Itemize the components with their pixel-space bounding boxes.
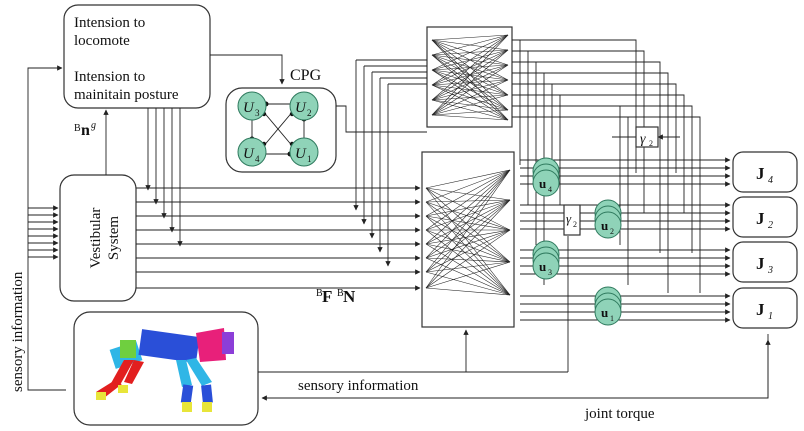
motor-unit-letter: u — [539, 259, 546, 274]
motor-unit-sub: 4 — [548, 185, 552, 194]
motor-unit-letter: u — [601, 218, 608, 233]
joint-letter: J — [756, 209, 765, 228]
gain-symbol: γ — [640, 132, 646, 147]
gain-sub: 2 — [573, 220, 577, 229]
vestibular-input-arrows — [28, 205, 59, 260]
joint-sub: 2 — [768, 220, 773, 231]
cpg-unit-sub: 2 — [307, 108, 312, 118]
cpg-unit-letter: U — [243, 100, 255, 116]
cpg-unit-u3: U 3 — [237, 91, 267, 121]
joint-letter: J — [756, 164, 765, 183]
motor-unit-sub: 1 — [610, 314, 614, 323]
ng-superscript: B — [74, 123, 81, 134]
gain-box-upper: γ 2 — [635, 126, 659, 148]
cpg-unit-u4: U 4 — [237, 137, 267, 167]
n-symbol: N — [343, 287, 356, 306]
intention-posture-line2: mainitain posture — [74, 87, 179, 103]
robot-image — [96, 328, 234, 412]
intention-descending-wires — [145, 108, 183, 247]
cpg-label: CPG — [290, 67, 322, 84]
joint-sub: 3 — [767, 265, 773, 276]
ng-exponent: g — [91, 120, 96, 131]
ng-main: n — [81, 122, 90, 139]
gain-sub: 2 — [649, 139, 653, 148]
network-input-arrows — [136, 59, 427, 291]
lower-network-connections — [425, 169, 511, 296]
intention-box: Intension to locomote Intension to maini… — [63, 4, 211, 109]
vestibular-system-box: Vestibular System — [59, 174, 137, 302]
cpg-unit-sub: 4 — [255, 154, 260, 164]
cpg-unit-letter: U — [295, 146, 307, 162]
cpg-unit-sub: 3 — [255, 108, 260, 118]
sensory-information-left-label: sensory information — [10, 271, 26, 392]
intention-to-cpg-arrow — [210, 54, 285, 85]
joint-sub: 4 — [768, 175, 773, 186]
gain-box-lower: γ 2 — [563, 204, 581, 236]
cpg-unit-sub: 1 — [307, 154, 312, 164]
vestibular-label-line2: System — [106, 216, 122, 261]
sensory-to-network-arrow — [258, 329, 469, 373]
force-moment-label: B F B N — [316, 287, 356, 306]
cpg-unit-u1: U 1 — [289, 137, 319, 167]
cpg-unit-u2: U 2 — [289, 91, 319, 121]
vestibular-label-line1: Vestibular — [88, 208, 104, 269]
motor-unit-letter: u — [601, 305, 608, 320]
motor-unit-sub: 3 — [548, 268, 552, 277]
robot-simulation-box — [73, 311, 259, 426]
f-superscript: B — [316, 288, 323, 299]
joint-letter: J — [756, 254, 765, 273]
intention-locomote-line1: Intension to — [74, 15, 145, 31]
motor-unit-letter: u — [539, 176, 546, 191]
intention-locomote-line2: locomote — [74, 33, 130, 49]
motor-unit-sub: 2 — [610, 227, 614, 236]
joint-torque-label: joint torque — [584, 406, 655, 422]
cpg-unit-letter: U — [295, 100, 307, 116]
gain-symbol: γ — [566, 211, 572, 226]
cpg-unit-letter: U — [243, 146, 255, 162]
upper-network-connections — [431, 34, 509, 121]
joint-letter: J — [756, 300, 765, 319]
f-symbol: F — [322, 287, 332, 306]
lower-network-box — [421, 151, 515, 328]
n-superscript: B — [337, 288, 344, 299]
sensory-information-bottom-label: sensory information — [298, 378, 419, 394]
intention-posture-line1: Intension to — [74, 69, 145, 85]
ng-label: B n g — [74, 120, 96, 139]
joint-sub: 1 — [768, 311, 773, 322]
